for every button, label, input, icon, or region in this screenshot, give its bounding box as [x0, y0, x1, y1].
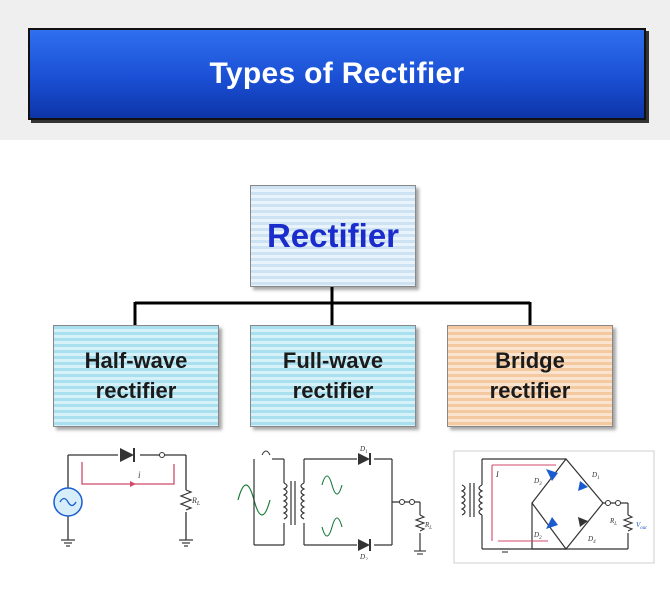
- load-resistor-icon: [414, 514, 426, 532]
- load-label: RL: [191, 496, 201, 507]
- load-label: RL: [424, 521, 432, 531]
- bridge-node: Bridge rectifier: [447, 325, 613, 427]
- load-resistor-icon: [179, 489, 193, 511]
- d1-label: D1: [591, 471, 600, 481]
- current-label: i: [138, 470, 141, 480]
- diode-d1-icon: [578, 481, 588, 491]
- d2-label: D2: [359, 553, 368, 560]
- d2-label: D2: [533, 531, 542, 541]
- d1-label: D1: [359, 445, 368, 455]
- transformer-icon: [460, 483, 484, 517]
- load-resistor-icon: [622, 514, 634, 532]
- diode-icon: [120, 448, 134, 462]
- half-wave-node: Half-wave rectifier: [53, 325, 219, 427]
- half-wave-circuit: i RL: [53, 448, 201, 547]
- full-wave-circuit: D1 D2 RL: [237, 445, 432, 560]
- title-banner: Types of Rectifier: [28, 28, 646, 120]
- diode-d3-icon: [546, 469, 558, 481]
- current-label: I: [495, 470, 499, 479]
- output-label: Vout: [636, 521, 647, 531]
- transformer-icon: [282, 481, 306, 525]
- rectifier-root-node: Rectifier: [250, 185, 416, 287]
- diode-d2-icon: [546, 517, 558, 529]
- bridge-circuit: I D3 D1 D2 D4 RL Vout: [453, 450, 655, 564]
- half-wave-label: Half-wave rectifier: [84, 348, 188, 403]
- diode-d1-icon: [358, 453, 370, 465]
- d3-label: D3: [533, 477, 542, 487]
- page-title: Types of Rectifier: [209, 57, 465, 90]
- root-label: Rectifier: [266, 217, 400, 254]
- d4-label: D4: [587, 535, 596, 545]
- full-wave-label: Full-wave rectifier: [282, 348, 384, 403]
- bridge-label: Bridge rectifier: [489, 348, 571, 403]
- load-label: RL: [609, 517, 617, 527]
- diode-d2-icon: [358, 539, 370, 551]
- diode-d4-icon: [578, 517, 588, 527]
- full-wave-node: Full-wave rectifier: [250, 325, 416, 427]
